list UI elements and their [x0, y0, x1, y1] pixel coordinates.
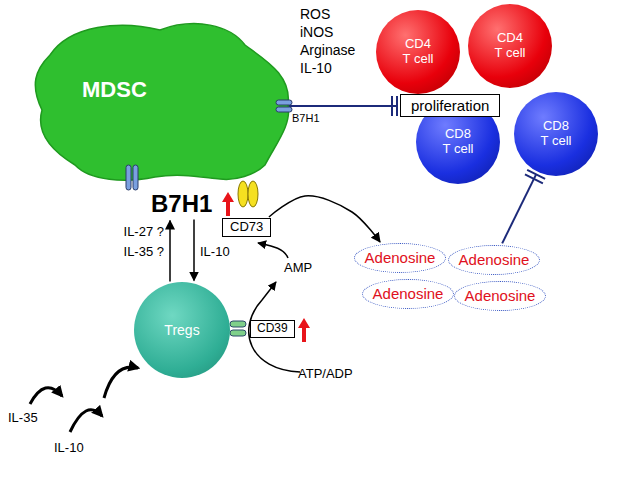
node-text: CD4 T cell — [493, 31, 527, 61]
increase-arrow — [298, 318, 310, 342]
cd73-receptor — [248, 181, 258, 207]
b7h1-receptor — [276, 100, 292, 105]
b7h1-receptor — [133, 165, 138, 190]
receptor-box: CD73 — [222, 218, 271, 237]
t-cell-circle: CD8 T cell — [514, 92, 598, 176]
conversion-arc — [249, 282, 300, 372]
text-label: IL-27 ? — [124, 224, 164, 239]
cd73-receptor — [238, 181, 248, 207]
label-slot: IL-10 — [54, 440, 84, 455]
node-text: CD4 T cell — [401, 37, 435, 67]
node-text: Adenosine — [459, 251, 530, 268]
adenosine-ellipse: Adenosine — [362, 279, 454, 309]
cell-blob: MDSC — [30, 15, 292, 205]
b7h1-receptor — [126, 165, 131, 190]
loop-arrow — [104, 367, 138, 398]
adenosine-ellipse: Adenosine — [448, 245, 540, 275]
node-text: Tregs — [164, 322, 199, 338]
node-text: proliferation — [411, 97, 489, 114]
adenosine-ellipse: Adenosine — [454, 281, 546, 311]
label-slot: ATP/ADP — [298, 366, 353, 381]
label-slot: Arginase — [300, 42, 355, 58]
text-label: IL-10 — [300, 60, 332, 76]
edge-label-slot: IL-10 — [200, 244, 230, 259]
t-cell-circle: CD4 T cell — [376, 10, 460, 94]
edge-label: IL-10 — [200, 244, 230, 259]
node-text: MDSC — [82, 77, 292, 102]
text-label: IL-10 — [54, 440, 84, 455]
text-label: AMP — [284, 260, 312, 275]
node-text: B7H1 — [151, 190, 212, 218]
inhibition-line — [502, 174, 536, 243]
label-slot: AMP — [284, 260, 312, 275]
t-cell-circle: CD8 T cell — [416, 100, 500, 184]
label-slot: IL-35 — [8, 410, 38, 425]
text-label: iNOS — [300, 24, 333, 40]
label-slot: B7H1 — [292, 112, 320, 124]
cell-outline — [30, 15, 292, 205]
receptor-box: CD39 — [250, 320, 295, 338]
label-slot: IL-27 ? — [124, 224, 164, 239]
t-cell-circle: CD4 T cell — [468, 4, 552, 88]
process-box: proliferation — [400, 94, 500, 117]
text-label: B7H1 — [292, 112, 320, 124]
node-text: Adenosine — [373, 285, 444, 302]
loop-arrow — [30, 388, 62, 404]
node-text: CD8 T cell — [441, 127, 475, 157]
label-slot: iNOS — [300, 24, 333, 40]
cd39-receptor — [230, 330, 246, 336]
text-label: ROS — [300, 6, 330, 22]
node-text: Adenosine — [465, 287, 536, 304]
conversion-arc — [258, 243, 288, 258]
molecule-label: B7H1 — [148, 190, 215, 218]
arrow-line — [269, 196, 380, 242]
text-label: IL-35 ? — [124, 244, 164, 259]
node-text: CD8 T cell — [539, 119, 573, 149]
label-slot: ROS — [300, 6, 330, 22]
cd39-receptor — [230, 321, 246, 327]
text-label: ATP/ADP — [298, 366, 353, 381]
loop-arrow — [70, 410, 102, 432]
adenosine-ellipse: Adenosine — [354, 243, 446, 273]
b7h1-receptor — [276, 107, 292, 112]
text-label: Arginase — [300, 42, 355, 58]
node-text: CD39 — [257, 322, 288, 336]
increase-arrow — [222, 192, 234, 216]
increase-arrow — [298, 318, 310, 342]
treg-circle: Tregs — [134, 282, 230, 378]
label-slot: IL-35 ? — [124, 244, 164, 259]
cell-outline — [35, 24, 288, 180]
arrow-line — [169, 221, 171, 282]
node-text: CD73 — [230, 220, 263, 235]
inhibition-line — [287, 105, 397, 107]
text-label: IL-35 — [8, 410, 38, 425]
arrow-line — [193, 220, 195, 281]
label-slot: IL-10 — [300, 60, 332, 76]
increase-arrow — [222, 192, 234, 216]
node-text: Adenosine — [365, 249, 436, 266]
